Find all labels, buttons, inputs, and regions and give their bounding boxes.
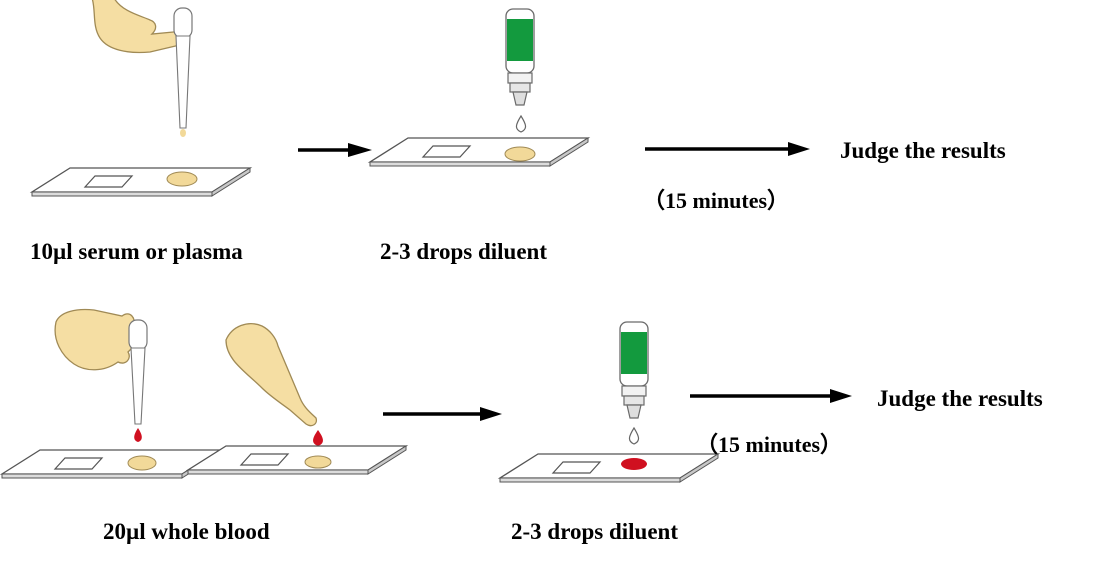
diluent-bottle-1 bbox=[505, 8, 535, 106]
diluted-blood-spot bbox=[621, 458, 647, 470]
diluent-drop-2 bbox=[628, 426, 640, 445]
blood-card-2 bbox=[187, 445, 407, 475]
arrow-4 bbox=[690, 389, 852, 403]
blood-pipette-tube bbox=[130, 347, 146, 425]
serum-sample-spot bbox=[166, 171, 198, 187]
blood-pipette-drop bbox=[134, 428, 142, 442]
blood-card-3 bbox=[499, 453, 719, 483]
blood-pipette-bulb bbox=[128, 319, 148, 351]
serum-card-1 bbox=[31, 167, 251, 197]
blood-step1-label: 20µl whole blood bbox=[103, 519, 270, 544]
blood-pipette-spot bbox=[127, 455, 157, 471]
serum-card-2 bbox=[369, 137, 589, 167]
serum-pipette-bulb bbox=[173, 7, 193, 39]
finger-blood-spot bbox=[304, 455, 332, 469]
finger-blood-drop bbox=[313, 430, 323, 446]
serum-drop bbox=[180, 129, 186, 137]
serum-wait-label: （15 minutes） bbox=[643, 188, 790, 213]
serum-step2-label: 2-3 drops diluent bbox=[380, 239, 548, 264]
blood-result-label: Judge the results bbox=[877, 386, 1043, 411]
diluent-drop-1 bbox=[515, 114, 527, 133]
fingerstick-hand bbox=[225, 323, 323, 446]
diluted-serum-spot bbox=[504, 146, 536, 162]
blood-wait-label: （15 minutes） bbox=[696, 432, 843, 457]
serum-step1-label: 10µl serum or plasma bbox=[30, 239, 243, 264]
diluent-bottle-2 bbox=[619, 321, 649, 419]
arrow-3 bbox=[383, 407, 502, 421]
finger-hand bbox=[225, 323, 318, 427]
serum-hand-with-pipette bbox=[91, 0, 193, 137]
blood-card-1 bbox=[1, 449, 221, 479]
arrow-2 bbox=[645, 142, 810, 156]
serum-result-label: Judge the results bbox=[840, 138, 1006, 163]
arrow-1 bbox=[298, 143, 372, 157]
serum-pipette-tube bbox=[175, 35, 191, 129]
blood-step2-label: 2-3 drops diluent bbox=[511, 519, 679, 544]
blood-hand-with-pipette bbox=[54, 308, 148, 442]
